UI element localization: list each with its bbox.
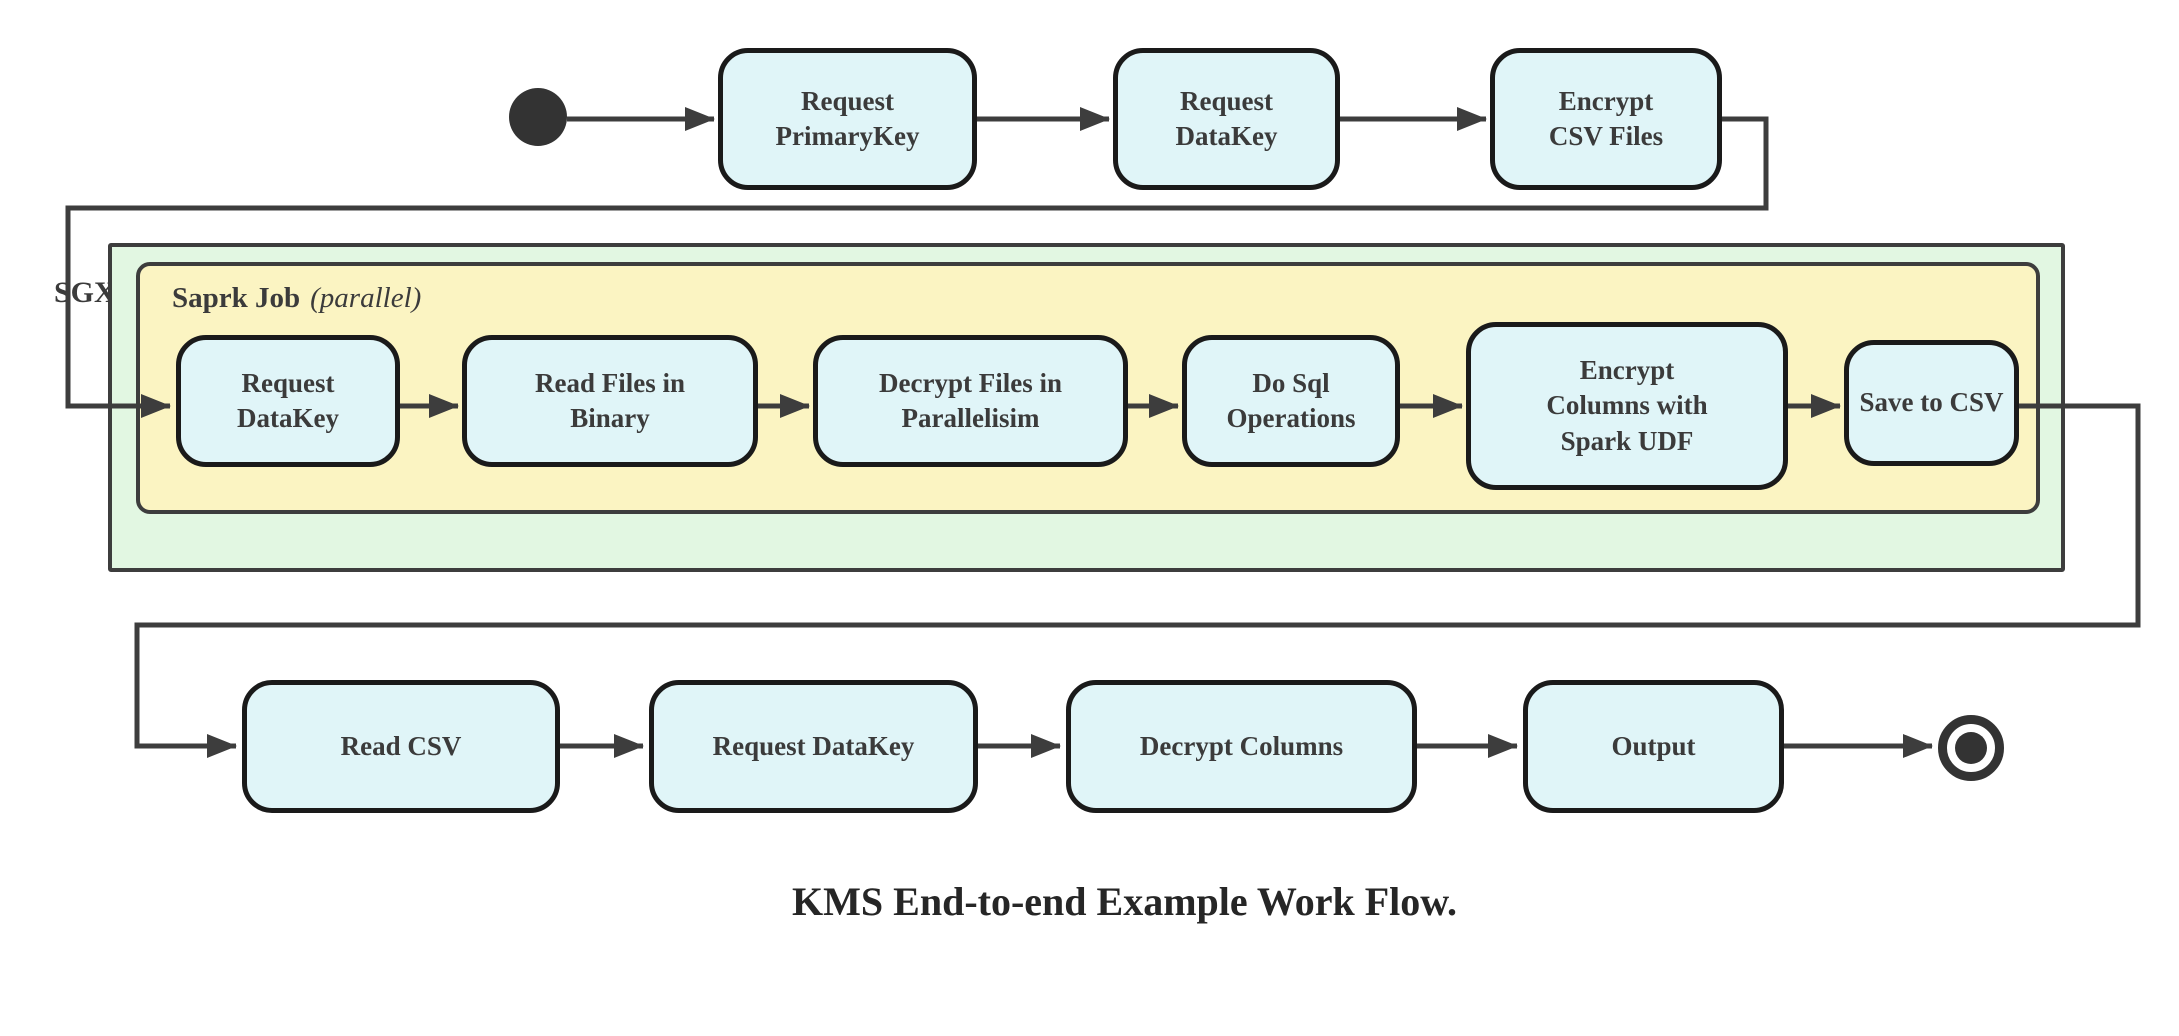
spark-job-title: Saprk Job (172, 282, 301, 314)
node-decrypt-columns: Decrypt Columns (1066, 680, 1417, 813)
sgx-label: SGX (54, 276, 116, 309)
node-request-primarykey: Request PrimaryKey (718, 48, 977, 190)
arrow-save-csv-to-read-csv (134, 403, 2141, 758)
end-state-node (1938, 715, 2004, 781)
node-read-csv: Read CSV (242, 680, 560, 813)
spark-job-parallel-annotation: (parallel) (310, 282, 422, 314)
diagram-caption: KMS End-to-end Example Work Flow. (792, 879, 1457, 924)
node-encrypt-csv-files: Encrypt CSV Files (1490, 48, 1722, 190)
arrow-encrypt-csv-to-sgx-request-datakey (65, 116, 1769, 418)
node-decrypt-files-parallelism: Decrypt Files in Parallelisim (813, 335, 1128, 467)
start-state-node (509, 88, 567, 146)
node-request-datakey-spark: Request DataKey (176, 335, 400, 467)
node-do-sql-operations: Do Sql Operations (1182, 335, 1400, 467)
node-request-datakey-bottom: Request DataKey (649, 680, 978, 813)
node-output: Output (1523, 680, 1784, 813)
spark-job-label: Saprk Job (parallel) (172, 282, 421, 315)
node-request-datakey-top: Request DataKey (1113, 48, 1340, 190)
node-save-to-csv: Save to CSV (1844, 340, 2019, 466)
node-read-files-binary: Read Files in Binary (462, 335, 758, 467)
node-encrypt-columns-spark-udf: Encrypt Columns with Spark UDF (1466, 322, 1788, 490)
end-state-node-dot (1955, 732, 1987, 764)
